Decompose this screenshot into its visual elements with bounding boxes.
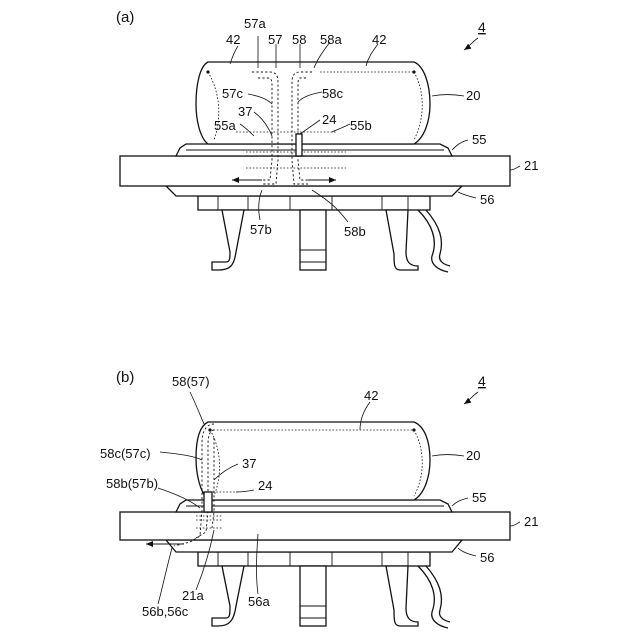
label-55a-a: 55a bbox=[214, 118, 236, 133]
label-56-b: 56 bbox=[480, 550, 494, 565]
pin-center-a bbox=[300, 210, 326, 270]
label-21-b: 21 bbox=[524, 514, 538, 529]
label-57-a: 57 bbox=[268, 32, 282, 47]
panel-label-a: (a) bbox=[116, 9, 134, 26]
label-56-a: 56 bbox=[480, 192, 494, 207]
label-21-a: 21 bbox=[524, 158, 538, 173]
label-58b-57b-b: 58b(57b) bbox=[106, 476, 158, 491]
ref-label-a: 4 bbox=[478, 19, 486, 35]
element-24-a bbox=[296, 134, 302, 156]
label-42-right-a: 42 bbox=[372, 32, 386, 47]
label-58a-a: 58a bbox=[320, 32, 342, 47]
terminal-pins-a bbox=[198, 196, 450, 272]
label-57c-a: 57c bbox=[222, 86, 243, 101]
label-58c-57c-b: 58c(57c) bbox=[100, 446, 151, 461]
label-37-b: 37 bbox=[242, 456, 256, 471]
panel-label-b: (b) bbox=[116, 369, 134, 386]
label-58-57-b: 58(57) bbox=[172, 374, 210, 389]
label-58b-a: 58b bbox=[344, 224, 366, 239]
label-55-a: 55 bbox=[472, 132, 486, 147]
label-55-b: 55 bbox=[472, 490, 486, 505]
ref-label-b: 4 bbox=[478, 373, 486, 389]
label-20-b: 20 bbox=[466, 448, 480, 463]
label-58c-a: 58c bbox=[322, 86, 343, 101]
label-24-b: 24 bbox=[258, 478, 272, 493]
pin-holder-b bbox=[198, 552, 430, 566]
label-21a-b: 21a bbox=[182, 588, 204, 603]
label-55b-a: 55b bbox=[350, 118, 372, 133]
pin-left-a bbox=[212, 210, 244, 270]
reference-4-a: 4 bbox=[464, 19, 486, 50]
label-57a-a: 57a bbox=[244, 16, 266, 31]
label-56b-56c-b: 56b,56c bbox=[142, 604, 189, 619]
label-56a-b: 56a bbox=[248, 594, 270, 609]
pin-right-b bbox=[386, 566, 418, 626]
label-58-a: 58 bbox=[292, 32, 306, 47]
circuit-board-21-b bbox=[120, 512, 510, 540]
ref-arrow-b bbox=[464, 392, 478, 404]
figure-a: (a) 4 bbox=[116, 9, 538, 272]
pin-holder-a bbox=[198, 196, 430, 210]
label-57b-a: 57b bbox=[250, 222, 272, 237]
pin-right-a bbox=[386, 210, 418, 270]
terminal-pins-b bbox=[198, 552, 450, 628]
circuit-board-21-a bbox=[120, 156, 510, 186]
element-24-b bbox=[204, 492, 212, 512]
label-24-a: 24 bbox=[322, 112, 336, 127]
figure-b: (b) 4 bbox=[100, 369, 538, 628]
label-20-a: 20 bbox=[466, 88, 480, 103]
reference-4-b: 4 bbox=[464, 373, 486, 404]
label-42-left-a: 42 bbox=[226, 32, 240, 47]
label-42-b: 42 bbox=[364, 388, 378, 403]
bulb-20-b bbox=[196, 422, 430, 500]
pin-left-b bbox=[212, 566, 244, 626]
label-37-a: 37 bbox=[238, 104, 252, 119]
ref-arrow-a bbox=[464, 38, 478, 50]
pin-center-b bbox=[300, 566, 326, 626]
